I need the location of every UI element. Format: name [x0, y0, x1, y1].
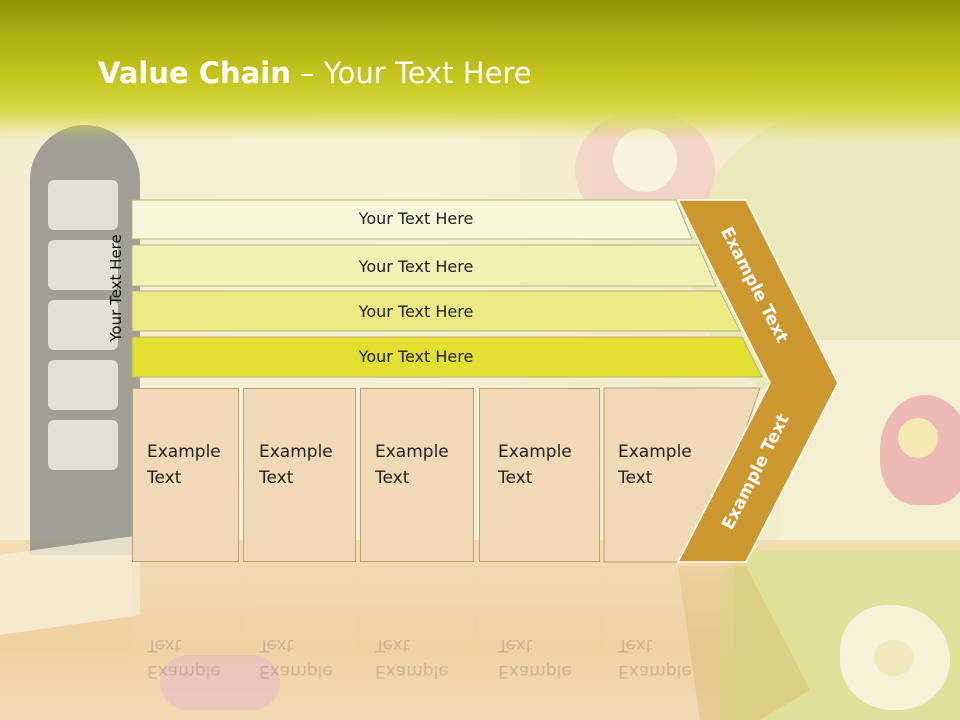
row-1-text: Your Text Here: [358, 209, 474, 228]
chevron-reflection: [678, 566, 810, 720]
slide-title: Value Chain – Your Text Here: [98, 56, 532, 90]
box-5-text: Example Text: [618, 442, 692, 488]
cabinet-drawer: [48, 360, 118, 410]
white-flower-center: [874, 640, 914, 676]
box-1-text: Example Text: [147, 442, 221, 488]
row-2-shape: [131, 244, 717, 287]
boxes-reflection: Example Text Example Text Example Text E…: [132, 566, 772, 706]
box-3-text: Example Text: [375, 442, 449, 488]
row-3-shape: [131, 290, 741, 332]
pink-toy: [160, 655, 280, 710]
header-band: [0, 0, 960, 140]
box-3: [360, 388, 474, 562]
box-3-reflection: [360, 566, 474, 686]
box-5-reflection: [604, 566, 734, 686]
title-rest: – Your Text Here: [290, 56, 532, 90]
title-bold: Value Chain: [98, 56, 291, 90]
box-2: [243, 388, 356, 562]
box-2-reflection: [243, 566, 356, 686]
cabinet-drawer: [48, 180, 118, 230]
cabinet-drawer: [48, 240, 118, 290]
row-3-text: Your Text Here: [358, 302, 474, 321]
box-4-text: Example Text: [498, 442, 572, 488]
box-4: [479, 388, 600, 562]
box-1-reflect-text: Example Text: [147, 635, 221, 681]
box-1-reflection: [132, 566, 239, 686]
chevron-arrow: [676, 199, 839, 563]
box-1: [132, 388, 239, 562]
vertical-label: Your Text Here: [107, 234, 125, 342]
red-seat-dot: [898, 418, 938, 458]
box-3-reflect-text: Example Text: [375, 635, 449, 681]
box-5-reflect-text: Example Text: [618, 635, 692, 681]
cabinet-drawer: [48, 420, 118, 470]
box-2-reflect-text: Example Text: [259, 635, 333, 681]
row-4-text: Your Text Here: [358, 347, 474, 366]
row-2-text: Your Text Here: [358, 257, 474, 276]
box-4-reflection: [479, 566, 600, 686]
box-2-text: Example Text: [259, 442, 333, 488]
row-1-shape: [131, 199, 693, 240]
box-4-reflect-text: Example Text: [498, 635, 572, 681]
cabinet-drawer: [48, 300, 118, 350]
row-4-shape: [131, 336, 763, 378]
